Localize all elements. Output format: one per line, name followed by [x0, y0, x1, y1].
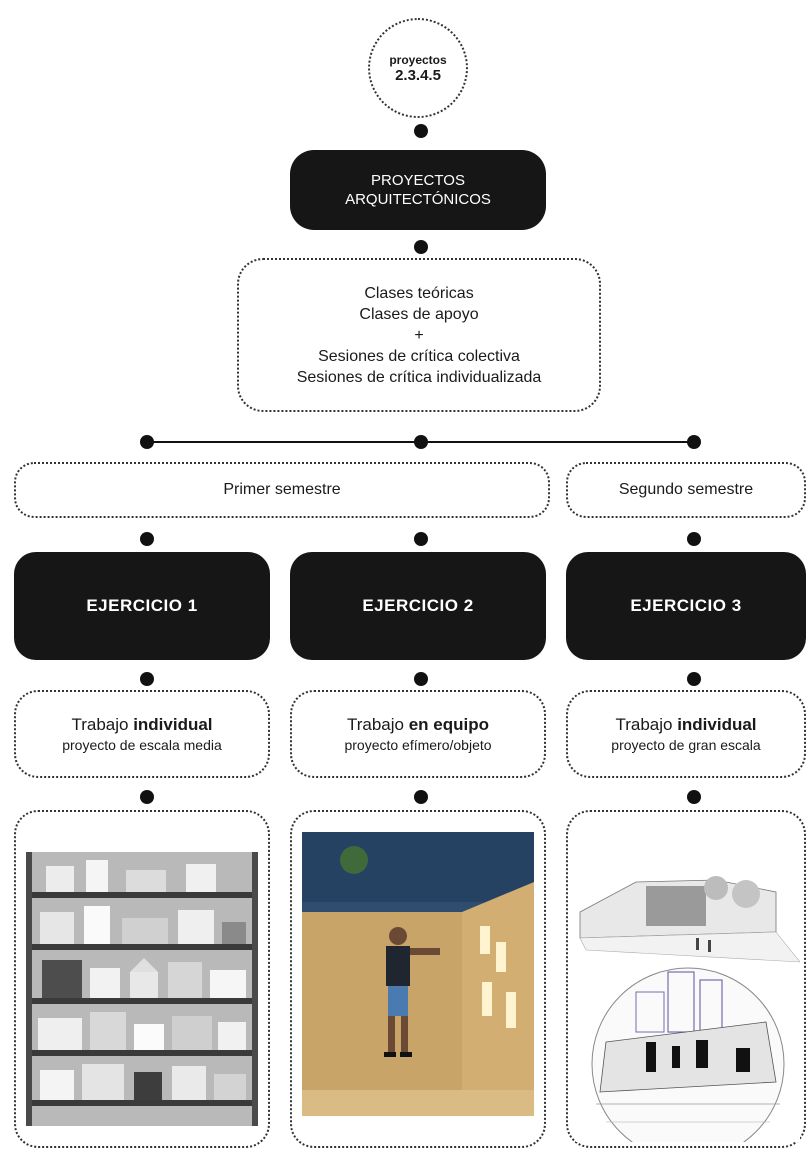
exercise-3-title: EJERCICIO 3 [630, 596, 742, 615]
work-type-label: Trabajo en equipo [347, 714, 489, 736]
exercise-1-box: EJERCICIO 1 [14, 552, 270, 660]
image-box-2 [290, 810, 546, 1148]
work-type-box-3: Trabajo individual proyecto de gran esca… [566, 690, 806, 778]
branch-dot-left [140, 435, 154, 449]
class-item: Sesiones de crítica colectiva [318, 347, 520, 365]
class-item: Sesiones de crítica individualizada [296, 368, 542, 386]
work-type-box-2: Trabajo en equipo proyecto efímero/objet… [290, 690, 546, 778]
main-title-line1: PROYECTOS [371, 172, 465, 189]
work-prefix: Trabajo [615, 715, 678, 734]
exercise-1-title: EJERCICIO 1 [86, 596, 198, 615]
project-scale: proyecto de gran escala [611, 737, 761, 753]
connector-dot [414, 532, 428, 546]
connector-dot [414, 124, 428, 138]
projects-circle: proyectos 2.3.4.5 [368, 18, 468, 118]
connector-dot [687, 790, 701, 804]
project-scale: proyecto de escala media [62, 737, 222, 753]
class-item: Clases teóricas [364, 284, 474, 302]
work-mode: individual [133, 715, 213, 734]
work-mode: en equipo [408, 715, 489, 734]
branch-dot-right [687, 435, 701, 449]
connector-dot [140, 790, 154, 804]
connector-dot [140, 672, 154, 686]
exercise-3-box: EJERCICIO 3 [566, 552, 806, 660]
class-item: + [414, 326, 424, 344]
connector-dot [414, 240, 428, 254]
main-title-box: PROYECTOS ARQUITECTÓNICOS [290, 150, 546, 230]
exercise-2-box: EJERCICIO 2 [290, 552, 546, 660]
first-semester-box: Primer semestre [14, 462, 550, 518]
urban-drawing-image [579, 876, 800, 1142]
connector-dot [687, 532, 701, 546]
work-prefix: Trabajo [346, 715, 409, 734]
models-shelf-image [26, 852, 258, 1126]
work-type-label: Trabajo individual [71, 714, 212, 736]
main-title-line2: ARQUITECTÓNICOS [345, 191, 491, 208]
classes-box: Clases teóricas Clases de apoyo + Sesion… [237, 258, 601, 412]
first-semester-label: Primer semestre [223, 481, 341, 498]
image-box-1 [14, 810, 270, 1148]
work-prefix: Trabajo [71, 715, 134, 734]
project-scale: proyecto efímero/objeto [344, 737, 492, 753]
connector-dot [140, 532, 154, 546]
work-mode: individual [677, 715, 757, 734]
osb-installation-image [302, 832, 534, 1116]
urban-drawing [576, 842, 800, 1142]
models-shelf-photo [26, 852, 258, 1126]
second-semester-label: Segundo semestre [618, 481, 754, 498]
exercise-2-title: EJERCICIO 2 [362, 596, 474, 615]
second-semester-box: Segundo semestre [566, 462, 806, 518]
projects-circle-line2: 2.3.4.5 [395, 66, 441, 84]
connector-dot [687, 672, 701, 686]
osb-installation-photo [302, 832, 534, 1116]
connector-dot [414, 672, 428, 686]
connector-dot [414, 790, 428, 804]
image-box-3 [566, 810, 806, 1148]
branch-dot-center [414, 435, 428, 449]
projects-circle-line1: proyectos [389, 52, 447, 67]
work-type-box-1: Trabajo individual proyecto de escala me… [14, 690, 270, 778]
class-item: Clases de apoyo [359, 305, 479, 323]
work-type-label: Trabajo individual [615, 714, 756, 736]
